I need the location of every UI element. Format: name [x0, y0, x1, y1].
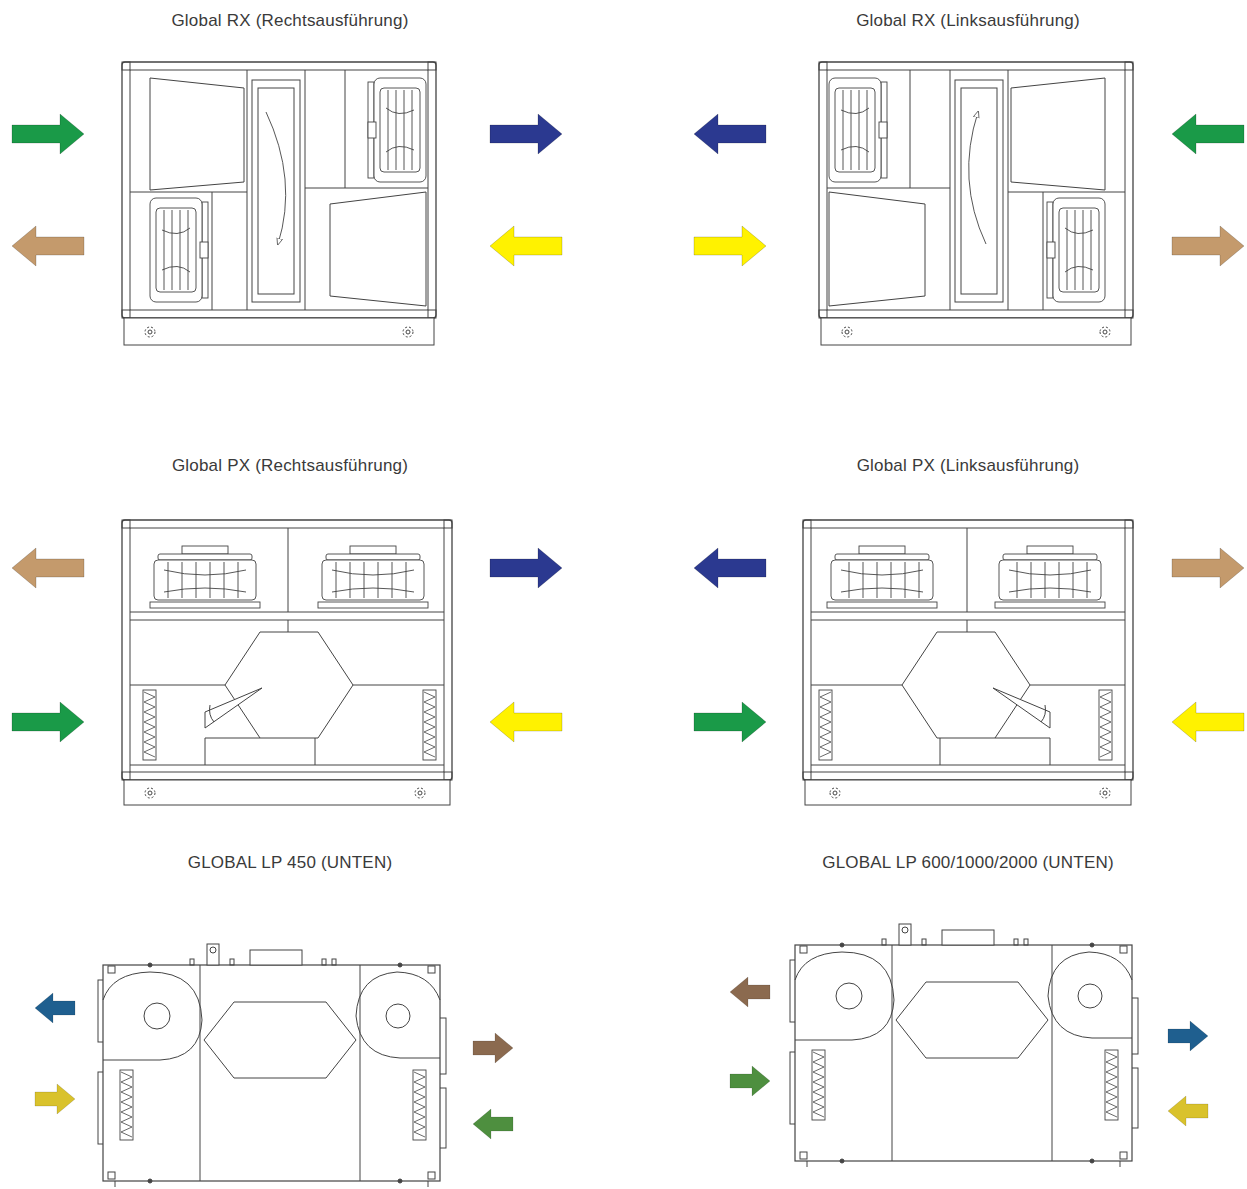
- exhaust-air-arrow: [1172, 226, 1244, 266]
- extract-air-arrow: [1168, 1096, 1208, 1126]
- rx-unit-right: [122, 62, 436, 345]
- rotation-arrow: [266, 112, 286, 244]
- unit-title: Global PX (Rechtsausführung): [48, 454, 532, 478]
- fresh-air-arrow: [12, 114, 84, 154]
- supply-air-arrow: [694, 548, 766, 588]
- fresh-air-arrow: [730, 1066, 770, 1096]
- exhaust-air-arrow: [730, 977, 770, 1007]
- supply-air-arrow: [35, 993, 75, 1023]
- px-unit-right: [122, 520, 452, 805]
- fresh-air-arrow: [12, 702, 84, 742]
- unit-heading-box: Global PX (Linksausführung): [718, 452, 1218, 480]
- px-unit-left: [803, 520, 1133, 805]
- extract-air-arrow: [35, 1084, 75, 1114]
- exhaust-air-arrow: [12, 548, 84, 588]
- unit-heading-box: Global RX (Rechtsausführung): [40, 7, 540, 35]
- exhaust-air-arrow: [12, 226, 84, 266]
- supply-air-arrow: [490, 114, 562, 154]
- unit-heading-box: Global PX (Rechtsausführung): [40, 452, 540, 480]
- fresh-air-arrow: [473, 1109, 513, 1139]
- rotation-arrow: [969, 112, 986, 244]
- unit-title: GLOBAL LP 600/1000/2000 (UNTEN): [726, 851, 1210, 875]
- lp-450-unit: [98, 944, 446, 1187]
- unit-heading-box: Global RX (Linksausführung): [718, 7, 1218, 35]
- extract-air-arrow: [490, 226, 562, 266]
- supply-air-arrow: [490, 548, 562, 588]
- fresh-air-arrow: [1172, 114, 1244, 154]
- supply-air-arrow: [1168, 1021, 1208, 1051]
- unit-heading-box: GLOBAL LP 600/1000/2000 (UNTEN): [718, 849, 1218, 877]
- unit-title: Global RX (Rechtsausführung): [48, 9, 532, 33]
- extract-air-arrow: [1172, 702, 1244, 742]
- unit-title: Global RX (Linksausführung): [726, 9, 1210, 33]
- unit-title: Global PX (Linksausführung): [726, 454, 1210, 478]
- supply-air-arrow: [694, 114, 766, 154]
- exhaust-air-arrow: [1172, 548, 1244, 588]
- unit-heading-box: GLOBAL LP 450 (UNTEN): [40, 849, 540, 877]
- exhaust-air-arrow: [473, 1033, 513, 1063]
- extract-air-arrow: [694, 226, 766, 266]
- rx-unit-left: [819, 62, 1133, 345]
- unit-title: GLOBAL LP 450 (UNTEN): [48, 851, 532, 875]
- lp-600-unit: [790, 924, 1138, 1167]
- fresh-air-arrow: [694, 702, 766, 742]
- extract-air-arrow: [490, 702, 562, 742]
